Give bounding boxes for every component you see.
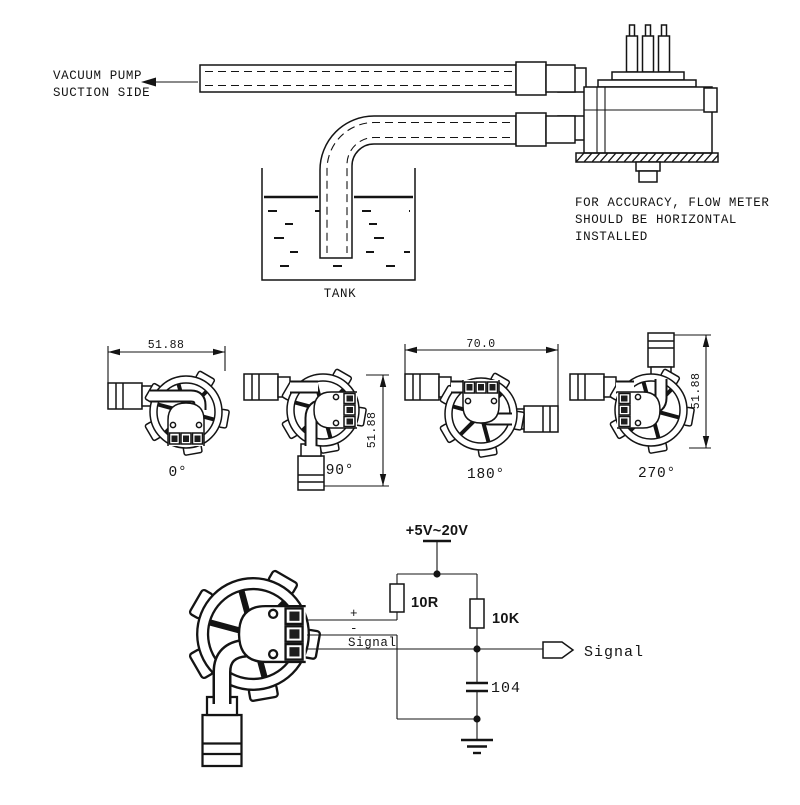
- capacitor-104: 104: [466, 680, 521, 697]
- vacuum-pump-label: VACUUM PUMP SUCTION SIDE: [53, 69, 150, 100]
- suction-elbow-pipe: [319, 112, 576, 259]
- signal-output-label: Signal: [584, 644, 644, 661]
- wiring-diagram: +5V~20V 10R 10K 104 +: [189, 523, 644, 768]
- vacuum-pump-label-line2: SUCTION SIDE: [53, 86, 150, 100]
- dimension-width: 51.88: [107, 339, 226, 384]
- dimension-text: 51.88: [366, 412, 379, 449]
- resistor-10K-label: 10K: [492, 611, 520, 627]
- vacuum-pump-label-line1: VACUUM PUMP: [53, 69, 142, 83]
- supply-voltage-label: +5V~20V: [406, 523, 469, 539]
- terminal-block: [237, 604, 307, 664]
- orientation-view-180: 70.0 180°: [404, 338, 559, 483]
- orientation-views: 51.88 0° 51.88: [107, 332, 711, 491]
- dimension-height: 51.88: [306, 374, 389, 487]
- tank: [261, 168, 416, 281]
- dimension-width: 70.0: [404, 338, 559, 412]
- dimension-text: 51.88: [148, 339, 185, 352]
- hose-barb-connector: [569, 373, 617, 401]
- signal-wire-label: Signal: [348, 636, 397, 650]
- dimension-height: 51.88: [674, 334, 711, 449]
- hose-barb-connector: [297, 443, 325, 491]
- horizontal-install-note: FOR ACCURACY, FLOW METER SHOULD BE HORIZ…: [575, 196, 769, 244]
- signal-output-flag: [542, 641, 575, 659]
- orientation-view-90: 51.88 90°: [243, 366, 389, 491]
- resistor-10R-label: 10R: [411, 595, 439, 611]
- orientation-view-270: 51.88 270°: [569, 332, 711, 482]
- terminal-block: [167, 402, 205, 447]
- ground-symbol: [461, 719, 493, 755]
- tank-label: TANK: [324, 287, 356, 301]
- signal-output: Signal: [542, 641, 644, 661]
- minus-label: -: [350, 622, 358, 636]
- installation-diagram: VACUUM PUMP SUCTION SIDE: [53, 24, 769, 301]
- note-line3: INSTALLED: [575, 230, 648, 244]
- capacitor-label: 104: [491, 680, 521, 697]
- note-line2: SHOULD BE HORIZONTAL: [575, 213, 737, 227]
- terminal-block: [313, 391, 358, 429]
- angle-label-180: 180°: [467, 467, 505, 483]
- resistor-10R: 10R: [389, 583, 439, 613]
- flow-direction-arrow: [141, 77, 198, 87]
- meter-bottom-spigot: [635, 161, 661, 183]
- vacuum-pump-hose: [199, 61, 576, 96]
- flow-meter-side-view: [557, 24, 719, 183]
- note-line1: FOR ACCURACY, FLOW METER: [575, 196, 769, 210]
- junction-dots: [433, 570, 481, 723]
- dimension-text: 70.0: [466, 338, 495, 351]
- meter-pins: [625, 24, 671, 73]
- power-supply-symbol: +5V~20V: [406, 523, 469, 543]
- terminal-labels: + - Signal: [348, 607, 397, 650]
- meter-housing: [583, 86, 713, 154]
- water-dashes: [268, 210, 410, 267]
- hose-barb-connector: [201, 695, 243, 768]
- circuit-wires: [307, 541, 543, 720]
- plus-label: +: [350, 607, 358, 621]
- angle-label-90: 90°: [326, 463, 355, 479]
- dimension-text: 51.88: [690, 373, 703, 410]
- orientation-view-0: 51.88 0°: [107, 339, 232, 481]
- mounting-surface-hatch: [575, 152, 719, 163]
- resistor-10K: 10K: [469, 598, 520, 629]
- terminal-block: [616, 391, 661, 429]
- angle-label-0: 0°: [168, 465, 187, 481]
- terminal-block: [462, 379, 500, 424]
- angle-label-270: 270°: [638, 466, 676, 482]
- wiring-flow-meter: [189, 570, 320, 768]
